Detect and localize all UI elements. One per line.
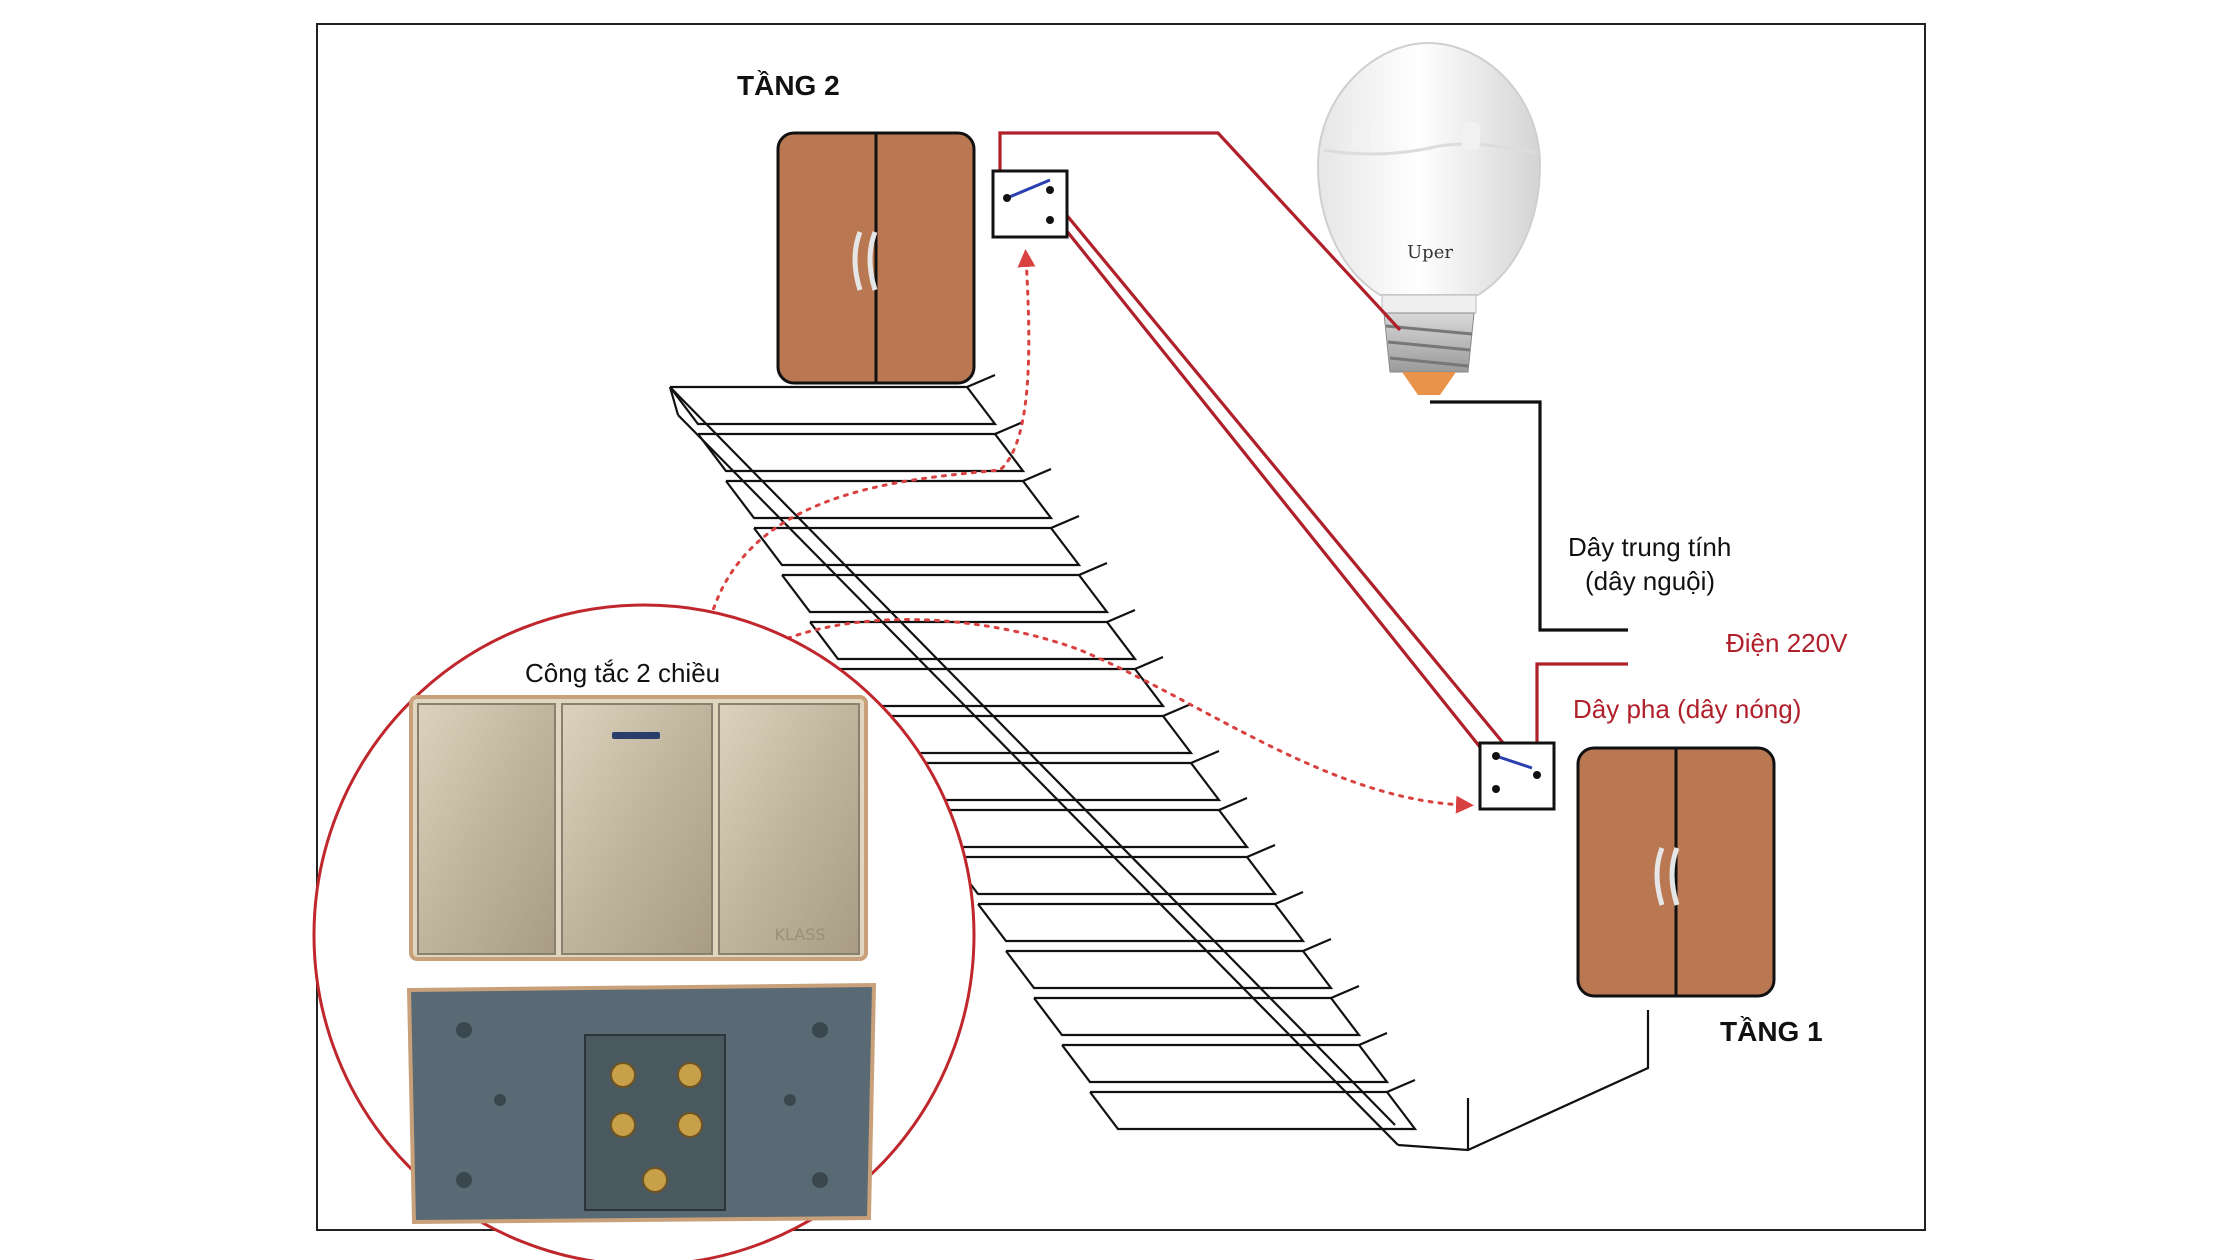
neutral-wire — [1430, 400, 1628, 632]
voltage-label: Điện 220V — [1726, 628, 1848, 658]
stair-line — [697, 433, 1026, 473]
stair-line — [837, 668, 1166, 708]
switch-back-plate — [406, 982, 877, 1225]
stair-line — [949, 856, 1278, 896]
switch-front-plate: KLASS — [409, 695, 868, 961]
stair-line — [1397, 1010, 1650, 1152]
neutral-wire-label: Dây trung tính — [1568, 532, 1732, 562]
light-bulb-icon: Uper — [1316, 41, 1542, 395]
two-way-switch-icon — [1478, 741, 1556, 811]
stair-line — [669, 386, 998, 426]
stair-line — [1061, 1044, 1390, 1084]
floor-2-label: TẦNG 2 — [737, 70, 840, 101]
floor-1-label: TẦNG 1 — [1720, 1016, 1823, 1047]
stair-line — [977, 903, 1306, 943]
stair-line — [753, 527, 1082, 567]
svg-text:Uper: Uper — [1407, 242, 1453, 263]
stair-line — [677, 414, 1399, 1146]
phase-wire-label: Dây pha (dây nóng) — [1573, 694, 1802, 724]
two-way-switch-icon — [991, 169, 1069, 239]
callout-arrows — [706, 249, 1474, 814]
svg-text:KLASS: KLASS — [774, 925, 825, 944]
staircase-icon — [668, 373, 1650, 1152]
stair-line — [1089, 1091, 1418, 1131]
door-icon — [1576, 746, 1776, 998]
stair-line — [809, 621, 1138, 661]
stair-line — [781, 574, 1110, 614]
stair-line — [668, 386, 680, 416]
stair-line — [1005, 950, 1334, 990]
stair-line — [1033, 997, 1362, 1037]
diagram-frame — [316, 23, 1926, 1231]
door-icon — [776, 131, 976, 385]
switch-caption: Công tắc 2 chiều — [525, 658, 721, 688]
phase-wire — [998, 131, 1628, 789]
neutral-wire-sublabel: (dây nguội) — [1585, 566, 1716, 596]
stair-line — [669, 386, 1396, 1126]
stair-line — [725, 480, 1054, 520]
